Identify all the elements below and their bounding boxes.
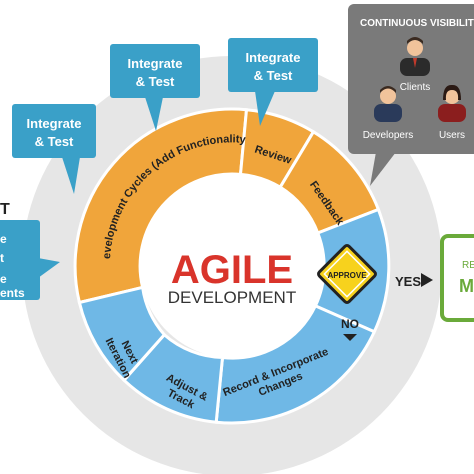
developers-icon [374, 86, 402, 122]
svg-text:Integrate: Integrate [246, 50, 301, 65]
ring-segments [73, 107, 391, 425]
center-title: AGILE [171, 248, 293, 292]
clients-label: Clients [400, 82, 431, 93]
visibility-panel: CONTINUOUS VISIBILITY Clients Developers… [348, 4, 474, 186]
segment-next-iteration [77, 285, 167, 383]
yes-arrow-icon [421, 273, 433, 287]
users-label: Users [439, 130, 465, 141]
approve-label: APPROVE [327, 271, 367, 280]
release-box-line1: RE [462, 260, 474, 271]
clients-icon [400, 37, 430, 76]
svg-text:& Test: & Test [254, 68, 293, 83]
svg-text:e: e [0, 232, 7, 246]
release-box-line2: M [459, 276, 474, 296]
svg-text:t: t [0, 251, 4, 265]
release-box: RE M [440, 234, 474, 322]
left-partial-heading: T [0, 201, 10, 218]
svg-text:& Test: & Test [35, 134, 74, 149]
callout-left: Integrate & Test [12, 104, 96, 194]
callout-middle: Integrate & Test [110, 44, 200, 131]
users-icon [438, 84, 466, 122]
no-arrow-icon [343, 334, 357, 341]
svg-text:e: e [0, 272, 7, 286]
developers-label: Developers [363, 130, 414, 141]
left-partial-callout: T e t e ents [0, 201, 60, 300]
svg-text:Integrate: Integrate [128, 56, 183, 71]
approve-sign: APPROVE [317, 244, 377, 304]
svg-text:ents: ents [0, 286, 25, 300]
callout-right: Integrate & Test [228, 38, 318, 126]
yes-label: YES [395, 274, 421, 289]
center-subtitle: DEVELOPMENT [168, 288, 296, 307]
no-label: NO [341, 317, 359, 331]
visibility-title: CONTINUOUS VISIBILITY [360, 18, 474, 29]
center-disc [140, 174, 324, 358]
svg-text:Integrate: Integrate [27, 116, 82, 131]
svg-text:& Test: & Test [136, 74, 175, 89]
